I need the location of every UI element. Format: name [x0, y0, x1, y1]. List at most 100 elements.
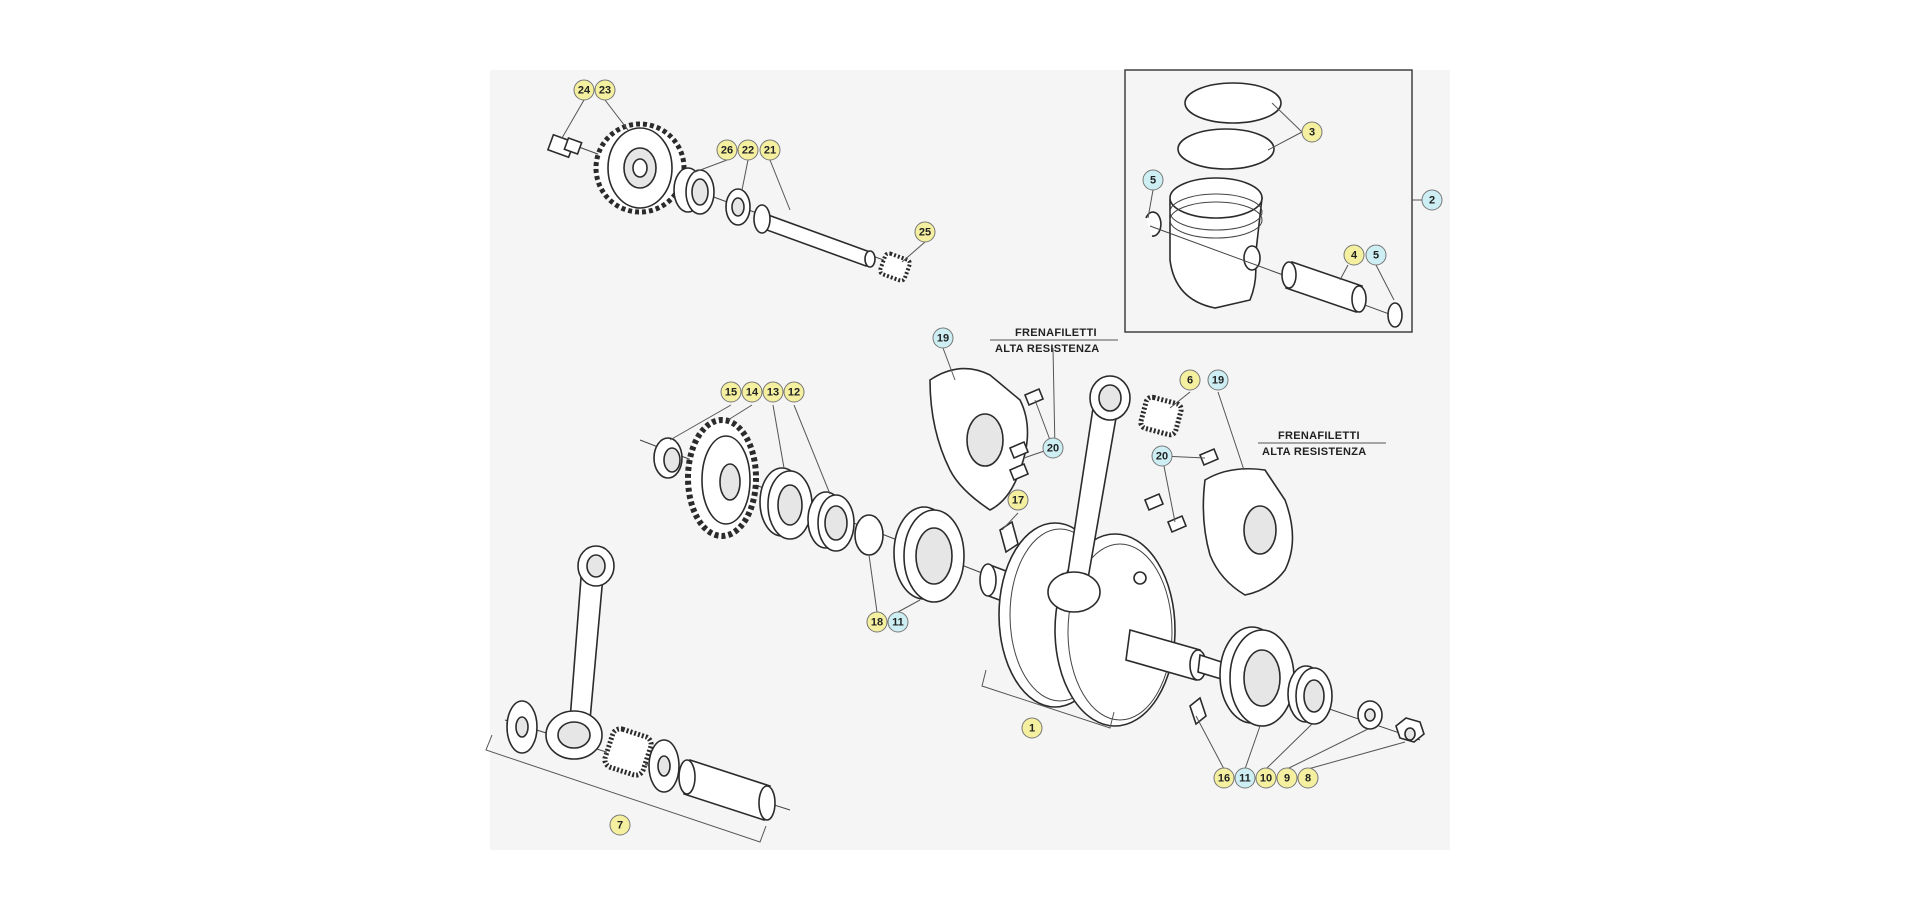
- callout-circle: [1007, 489, 1029, 511]
- woodruff-key-left: [999, 520, 1019, 554]
- callout-circle: [720, 381, 742, 403]
- callout-13: 13: [762, 381, 784, 403]
- callout-20: 20: [1042, 437, 1064, 459]
- callout-label: 6: [1187, 375, 1193, 387]
- callout-circle: [783, 381, 805, 403]
- callout-label: 21: [764, 145, 776, 157]
- callout-circle: [1234, 767, 1256, 789]
- callout-9: 9: [1276, 767, 1298, 789]
- callout-18: 18: [866, 611, 888, 633]
- callout-circle: [914, 221, 936, 243]
- callout-label: 19: [1212, 375, 1224, 387]
- idler-shaft: [753, 204, 876, 268]
- callout-20: 20: [1151, 445, 1173, 467]
- callout-label: 11: [1239, 773, 1251, 785]
- threadlock-note-left: FRENAFILETTI ALTA RESISTENZA: [990, 327, 1118, 355]
- piston-ring-top: [1184, 82, 1282, 124]
- callout-22: 22: [737, 139, 759, 161]
- right-oil-seal: [1287, 665, 1333, 725]
- spacer-bushing: [807, 491, 855, 552]
- callout-24: 24: [573, 79, 595, 101]
- note-line2: ALTA RESISTENZA: [1262, 446, 1367, 458]
- connecting-rod: [1047, 375, 1131, 613]
- callout-label: 10: [1260, 773, 1272, 785]
- callout-circle: [932, 327, 954, 349]
- callout-circle: [573, 79, 595, 101]
- callout-1: 1: [1021, 717, 1043, 739]
- callout-label: 22: [742, 145, 754, 157]
- callout-circle: [1207, 369, 1229, 391]
- right-crank-nut: [1395, 717, 1425, 743]
- callout-circle: [1142, 169, 1164, 191]
- callout-label: 23: [599, 85, 611, 97]
- main-bearing-right: [1219, 626, 1295, 727]
- piston-kit-box: [1124, 69, 1413, 333]
- callout-label: 12: [788, 387, 800, 399]
- gear-bolt: [546, 133, 583, 159]
- callout-label: 20: [1156, 451, 1168, 463]
- callout-19: 19: [1207, 369, 1229, 391]
- idler-needle-bearing: [878, 251, 912, 283]
- callout-11: 11: [887, 611, 909, 633]
- callout-label: 5: [1150, 175, 1156, 187]
- note-line1: FRENAFILETTI: [1278, 430, 1360, 442]
- o-ring: [854, 514, 884, 556]
- callout-7: 7: [609, 814, 631, 836]
- left-crank-cover-plate: [929, 367, 1045, 511]
- callout-10: 10: [1255, 767, 1277, 789]
- callout-circle: [1343, 244, 1365, 266]
- callout-12: 12: [783, 381, 805, 403]
- conrod-spare: [545, 545, 615, 760]
- callout-label: 17: [1012, 495, 1024, 507]
- leader-lines: [561, 99, 1425, 770]
- callout-circle: [887, 611, 909, 633]
- piston-kit: [1145, 82, 1403, 328]
- callout-15: 15: [720, 381, 742, 403]
- callout-circle: [1151, 445, 1173, 467]
- note-line1: FRENAFILETTI: [1015, 327, 1097, 339]
- callout-label: 16: [1218, 773, 1230, 785]
- big-end-bearing: [602, 726, 654, 778]
- callout-label: 20: [1047, 443, 1059, 455]
- callout-26: 26: [716, 139, 738, 161]
- callout-circle: [1297, 767, 1319, 789]
- piston-pin: [1281, 260, 1367, 314]
- crank-pin: [678, 758, 776, 822]
- callout-circle: [1255, 767, 1277, 789]
- callout-label: 2: [1429, 195, 1435, 207]
- callout-circle: [716, 139, 738, 161]
- conrod-kit-bracket: [485, 734, 767, 843]
- woodruff-key-right: [1189, 696, 1207, 726]
- callout-circle: [1421, 189, 1443, 211]
- callout-circle: [866, 611, 888, 633]
- callout-label: 26: [721, 145, 733, 157]
- idler-gear-group: [546, 121, 912, 283]
- callout-label: 1: [1029, 723, 1035, 735]
- callout-3: 3: [1301, 121, 1323, 143]
- note-line2: ALTA RESISTENZA: [995, 343, 1100, 355]
- gear-bushing: [673, 167, 715, 215]
- callout-circle: [1179, 369, 1201, 391]
- callout-21: 21: [759, 139, 781, 161]
- primary-gear-group: [639, 417, 1001, 603]
- callout-16: 16: [1213, 767, 1235, 789]
- conrod-kit: [504, 545, 791, 822]
- oil-seal: [759, 467, 813, 540]
- piston-circlip-right: [1387, 302, 1403, 328]
- right-crank-cover-plate: [1143, 447, 1294, 596]
- callout-label: 8: [1305, 773, 1311, 785]
- piston-ring-bottom: [1177, 128, 1275, 170]
- callout-label: 11: [892, 617, 904, 629]
- callout-11: 11: [1234, 767, 1256, 789]
- callout-19: 19: [932, 327, 954, 349]
- threadlock-note-right: FRENAFILETTI ALTA RESISTENZA: [1258, 430, 1386, 458]
- callout-label: 9: [1284, 773, 1290, 785]
- callout-circle: [759, 139, 781, 161]
- callout-circle: [737, 139, 759, 161]
- callout-circle: [1365, 244, 1387, 266]
- gear-washer: [725, 188, 751, 226]
- callout-label: 5: [1373, 250, 1379, 262]
- callout-circle: [741, 381, 763, 403]
